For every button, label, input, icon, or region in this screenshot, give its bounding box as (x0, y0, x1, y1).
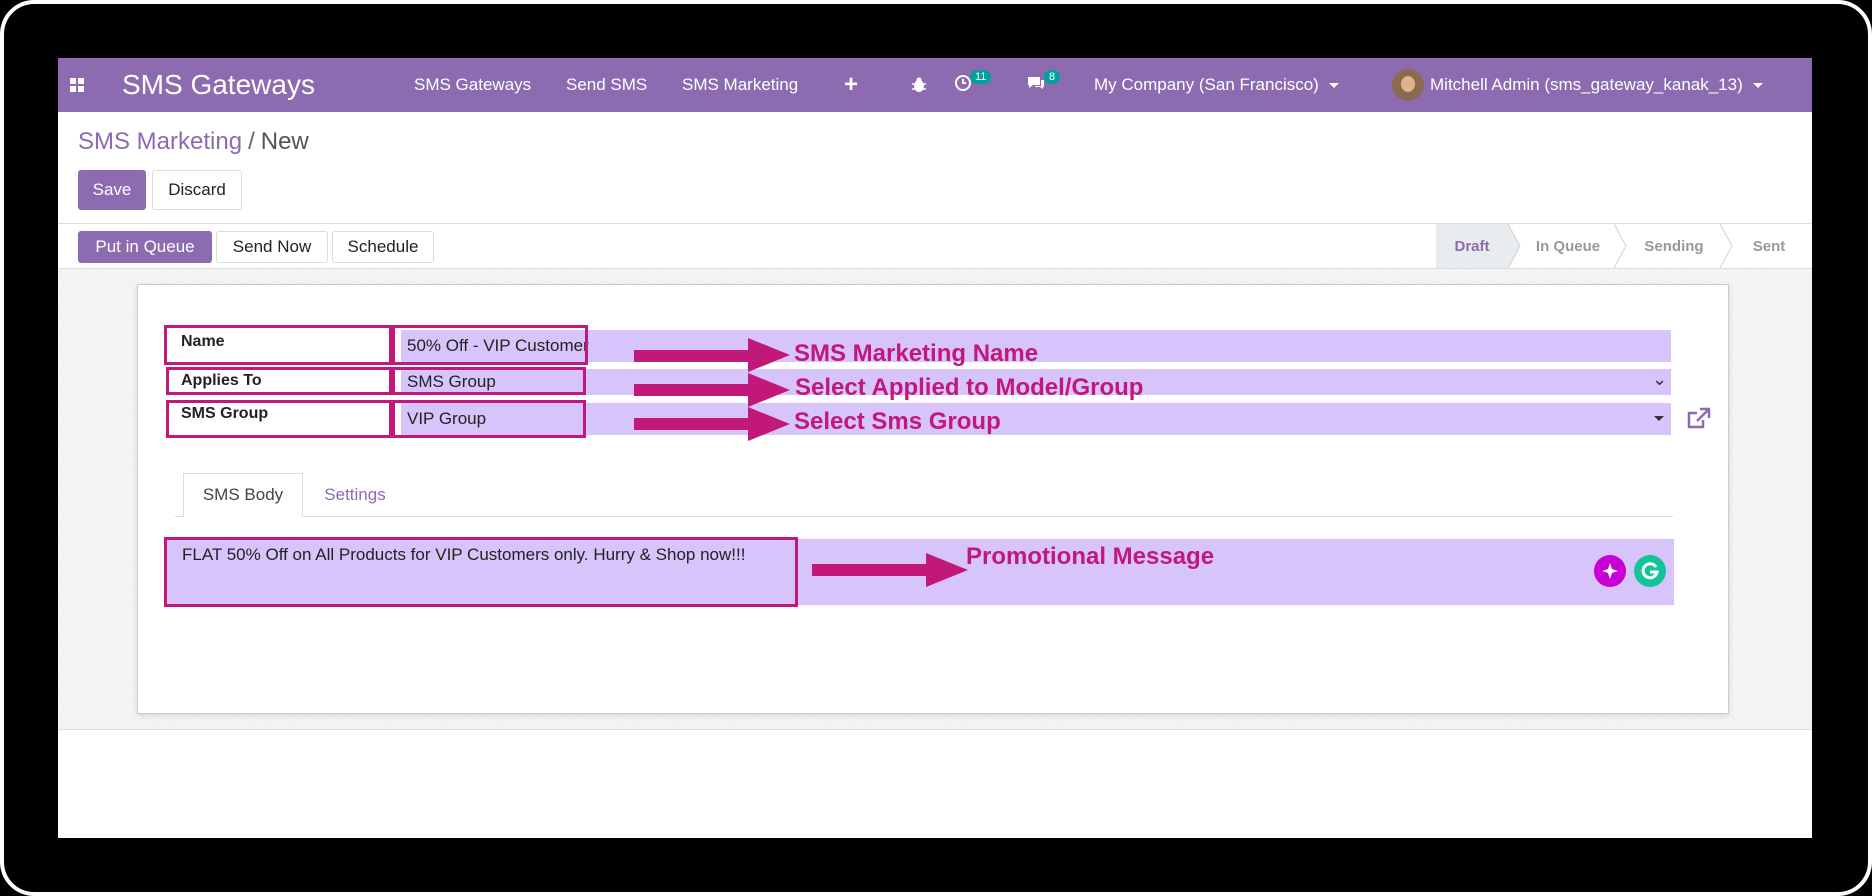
breadcrumb-parent[interactable]: SMS Marketing (78, 128, 243, 155)
chevron-down-icon[interactable]: ⌄ (1652, 369, 1668, 389)
messages-indicator[interactable]: 8 (1026, 58, 1061, 112)
name-label-highlight (164, 325, 392, 365)
annotation-group: Select Sms Group (794, 408, 1001, 435)
company-name: My Company (San Francisco) (1094, 75, 1319, 94)
group-label-highlight (166, 400, 392, 438)
menu-sms-marketing[interactable]: SMS Marketing (682, 75, 799, 94)
send-now-button[interactable]: Send Now (216, 231, 328, 263)
avatar (1392, 69, 1424, 101)
annotation-body: Promotional Message (966, 543, 1215, 570)
sparkle-icon[interactable] (1594, 555, 1626, 587)
applies-value-highlight (392, 367, 586, 395)
clock-icon (954, 74, 972, 97)
annotation-name: SMS Marketing Name (794, 340, 1039, 367)
user-name: Mitchell Admin (sms_gateway_kanak_13) (1430, 75, 1743, 94)
grammarly-icon[interactable] (1634, 555, 1666, 587)
breadcrumb-current: New (260, 128, 309, 155)
arrow-annotation (634, 373, 790, 407)
app-brand[interactable]: SMS Gateways (122, 69, 315, 100)
name-label: Name (181, 333, 225, 350)
name-value-highlight (392, 325, 588, 365)
stage-draft[interactable]: Draft (1436, 224, 1508, 268)
sms-group-value: VIP Group (407, 409, 487, 428)
chevron-down-icon (1752, 82, 1763, 88)
chat-icon (1026, 74, 1046, 97)
activity-count-badge: 11 (970, 70, 992, 84)
applies-to-value: SMS Group (407, 372, 496, 391)
save-button[interactable]: Save (78, 170, 146, 210)
stage-chevron (1508, 224, 1521, 268)
tab-divider (175, 516, 1673, 517)
company-switcher[interactable]: My Company (San Francisco) (1094, 58, 1339, 112)
app-screen: SMS Gateways SMS Gateways Send SMS SMS M… (58, 58, 1812, 838)
message-count-badge: 8 (1044, 70, 1061, 84)
external-link-icon[interactable] (1686, 407, 1712, 431)
arrow-annotation (634, 407, 790, 441)
top-navbar: SMS Gateways SMS Gateways Send SMS SMS M… (58, 58, 1812, 112)
tab-settings[interactable]: Settings (324, 485, 386, 504)
apps-icon[interactable] (70, 58, 86, 112)
menu-sms-gateways[interactable]: SMS Gateways (414, 75, 532, 94)
stage-in-queue[interactable]: In Queue (1535, 237, 1601, 255)
bug-icon[interactable] (910, 58, 928, 112)
applies-to-label: Applies To (181, 372, 262, 389)
stage-sent[interactable]: Sent (1752, 237, 1786, 255)
breadcrumb: SMS Marketing/New (78, 128, 309, 156)
name-value: 50% Off - VIP Customer (407, 336, 589, 355)
breadcrumb-separator: / (248, 128, 255, 155)
stage-sending[interactable]: Sending (1644, 237, 1704, 255)
plus-icon[interactable]: + (844, 71, 859, 98)
menu-send-sms[interactable]: Send SMS (566, 75, 648, 94)
status-header: Put in Queue Send Now Schedule Draft In … (58, 224, 1812, 269)
put-in-queue-button[interactable]: Put in Queue (78, 231, 212, 263)
chevron-down-icon (1328, 82, 1339, 88)
activity-indicator[interactable]: 11 (954, 58, 992, 112)
divider (58, 223, 1812, 224)
discard-button[interactable]: Discard (152, 170, 242, 210)
applies-to-select[interactable]: SMS Group (401, 369, 1671, 395)
stage-chevron (1614, 224, 1627, 268)
tab-sms-body[interactable]: SMS Body (183, 473, 303, 517)
user-menu[interactable]: Mitchell Admin (sms_gateway_kanak_13) (1392, 58, 1763, 112)
applies-label-highlight (166, 367, 392, 395)
chevron-down-icon[interactable] (1654, 416, 1664, 422)
group-value-highlight (392, 400, 586, 438)
sms-body-text: FLAT 50% Off on All Products for VIP Cus… (182, 545, 746, 564)
name-input[interactable]: 50% Off - VIP Customer (401, 330, 1671, 362)
arrow-annotation (812, 553, 968, 587)
schedule-button[interactable]: Schedule (332, 231, 434, 263)
stage-chevron (1720, 224, 1733, 268)
body-highlight (164, 537, 798, 607)
annotation-applies: Select Applied to Model/Group (795, 374, 1144, 401)
form-sheet: Name 50% Off - VIP Customer Applies To S… (137, 284, 1729, 714)
arrow-annotation (634, 338, 790, 372)
sms-group-label: SMS Group (181, 405, 269, 422)
sms-group-select[interactable]: VIP Group (401, 403, 1671, 435)
